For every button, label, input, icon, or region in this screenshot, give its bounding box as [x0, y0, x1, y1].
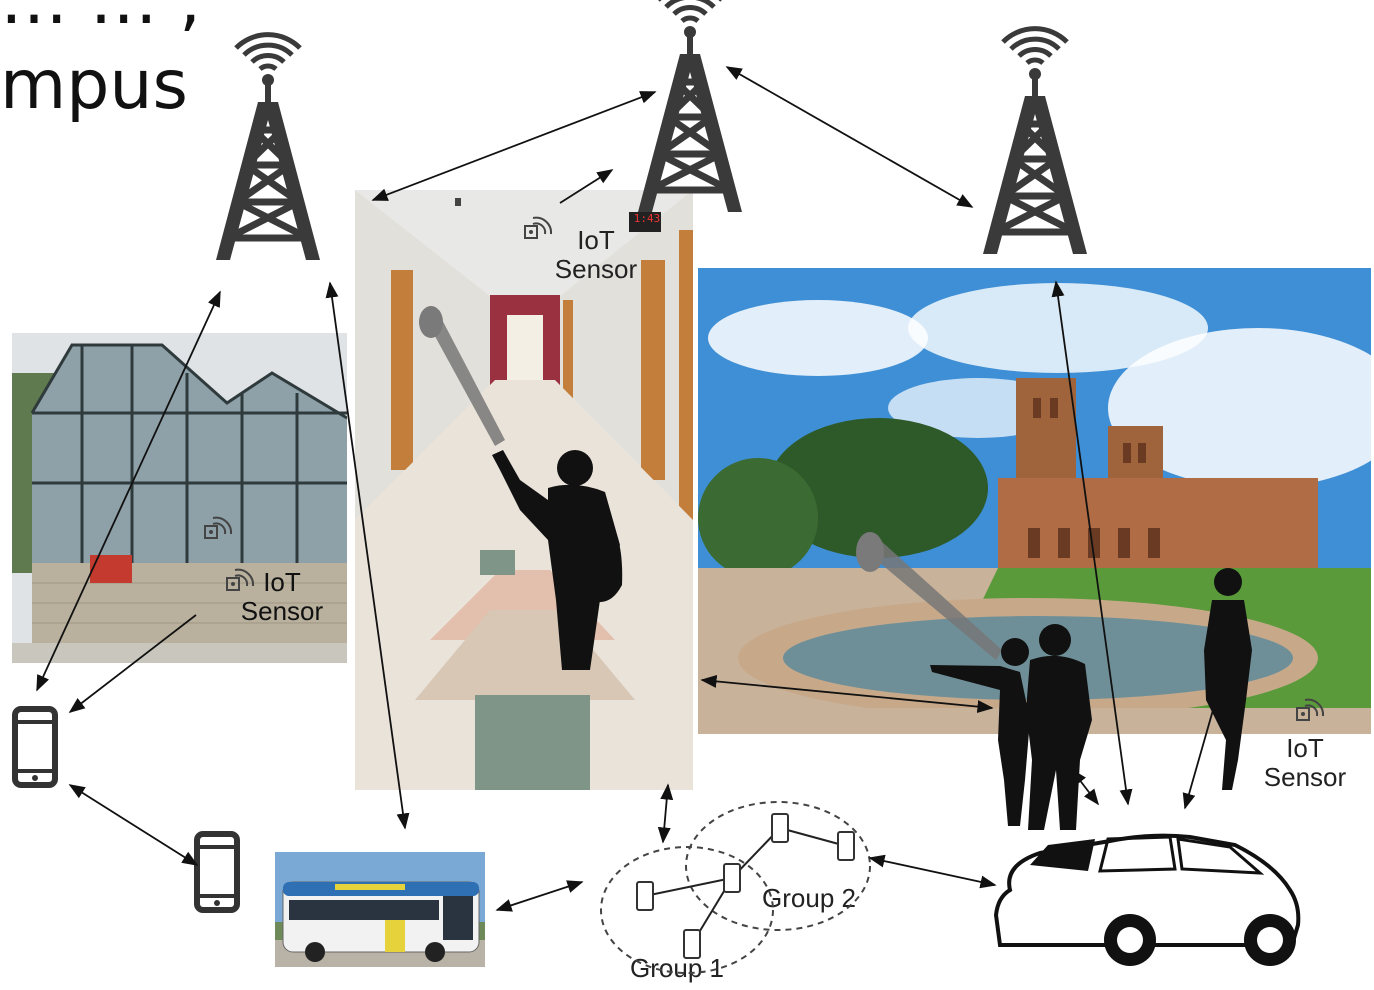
- campus-photo: [698, 268, 1371, 734]
- page-title-line2: mpus: [0, 46, 188, 125]
- group1-label: Group 1: [630, 953, 724, 983]
- iot-sensor-label-hallway: IoT Sensor: [546, 226, 646, 283]
- group2-label: Group 2: [762, 883, 856, 913]
- iot-sensor-label-campus-line2: Sensor: [1263, 761, 1347, 792]
- iot-sensor-label-greenhouse: IoT Sensor: [232, 568, 332, 625]
- bus-photo: [275, 852, 485, 967]
- cell-tower-right-icon: [983, 29, 1087, 254]
- car-icon: [993, 833, 1301, 966]
- iot-sensor-label-hallway-line2: Sensor: [554, 253, 638, 284]
- cell-tower-left-icon: [216, 35, 320, 260]
- iot-sensor-label-campus: IoT Sensor: [1255, 734, 1355, 791]
- iot-sensor-label-greenhouse-line2: Sensor: [240, 595, 324, 626]
- hallway-clock: 1:43: [633, 212, 661, 225]
- iot-sensor-label-hallway-line1: IoT: [577, 225, 615, 255]
- iot-sensor-label-greenhouse-line1: IoT: [263, 567, 301, 597]
- iot-sensor-label-campus-line1: IoT: [1286, 733, 1324, 763]
- smartphone-left-icon: [15, 709, 55, 785]
- page-title-line1: … … ,: [0, 0, 201, 40]
- smartphone-bottom-icon: [197, 834, 237, 910]
- cell-tower-center-icon: [638, 0, 742, 212]
- page-title: … … , mpus: [0, 0, 201, 128]
